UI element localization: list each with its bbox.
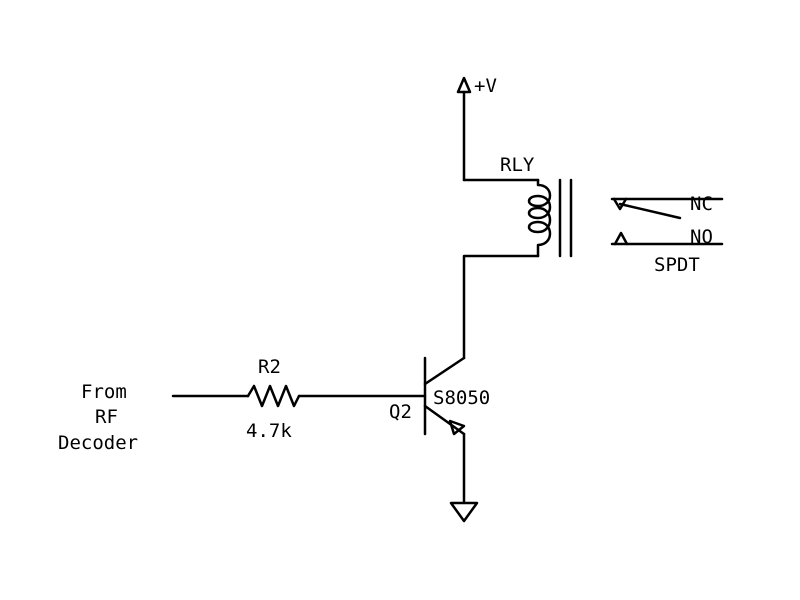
relay-label: RLY xyxy=(500,154,535,176)
supply-arrow-icon xyxy=(456,76,472,182)
supply-label: +V xyxy=(474,75,497,97)
transistor-part-label: S8050 xyxy=(433,387,490,409)
input-label-line2: RF xyxy=(95,406,118,428)
resistor-value-label: 4.7k xyxy=(246,420,292,442)
relay-type-label: SPDT xyxy=(654,254,700,276)
relay-nc-label: NC xyxy=(690,193,713,215)
transistor-ref-label: Q2 xyxy=(389,401,412,423)
resistor-icon xyxy=(171,384,427,408)
ground-icon xyxy=(449,501,479,523)
relay-coil-icon xyxy=(527,178,573,258)
resistor-ref-label: R2 xyxy=(258,356,281,378)
transistor-icon xyxy=(423,356,466,504)
input-label-line1: From xyxy=(81,381,127,403)
relay-contacts-icon xyxy=(610,197,724,246)
input-label-line3: Decoder xyxy=(58,432,138,454)
relay-no-label: NO xyxy=(690,226,713,248)
wire-coil-to-collector xyxy=(462,254,540,360)
